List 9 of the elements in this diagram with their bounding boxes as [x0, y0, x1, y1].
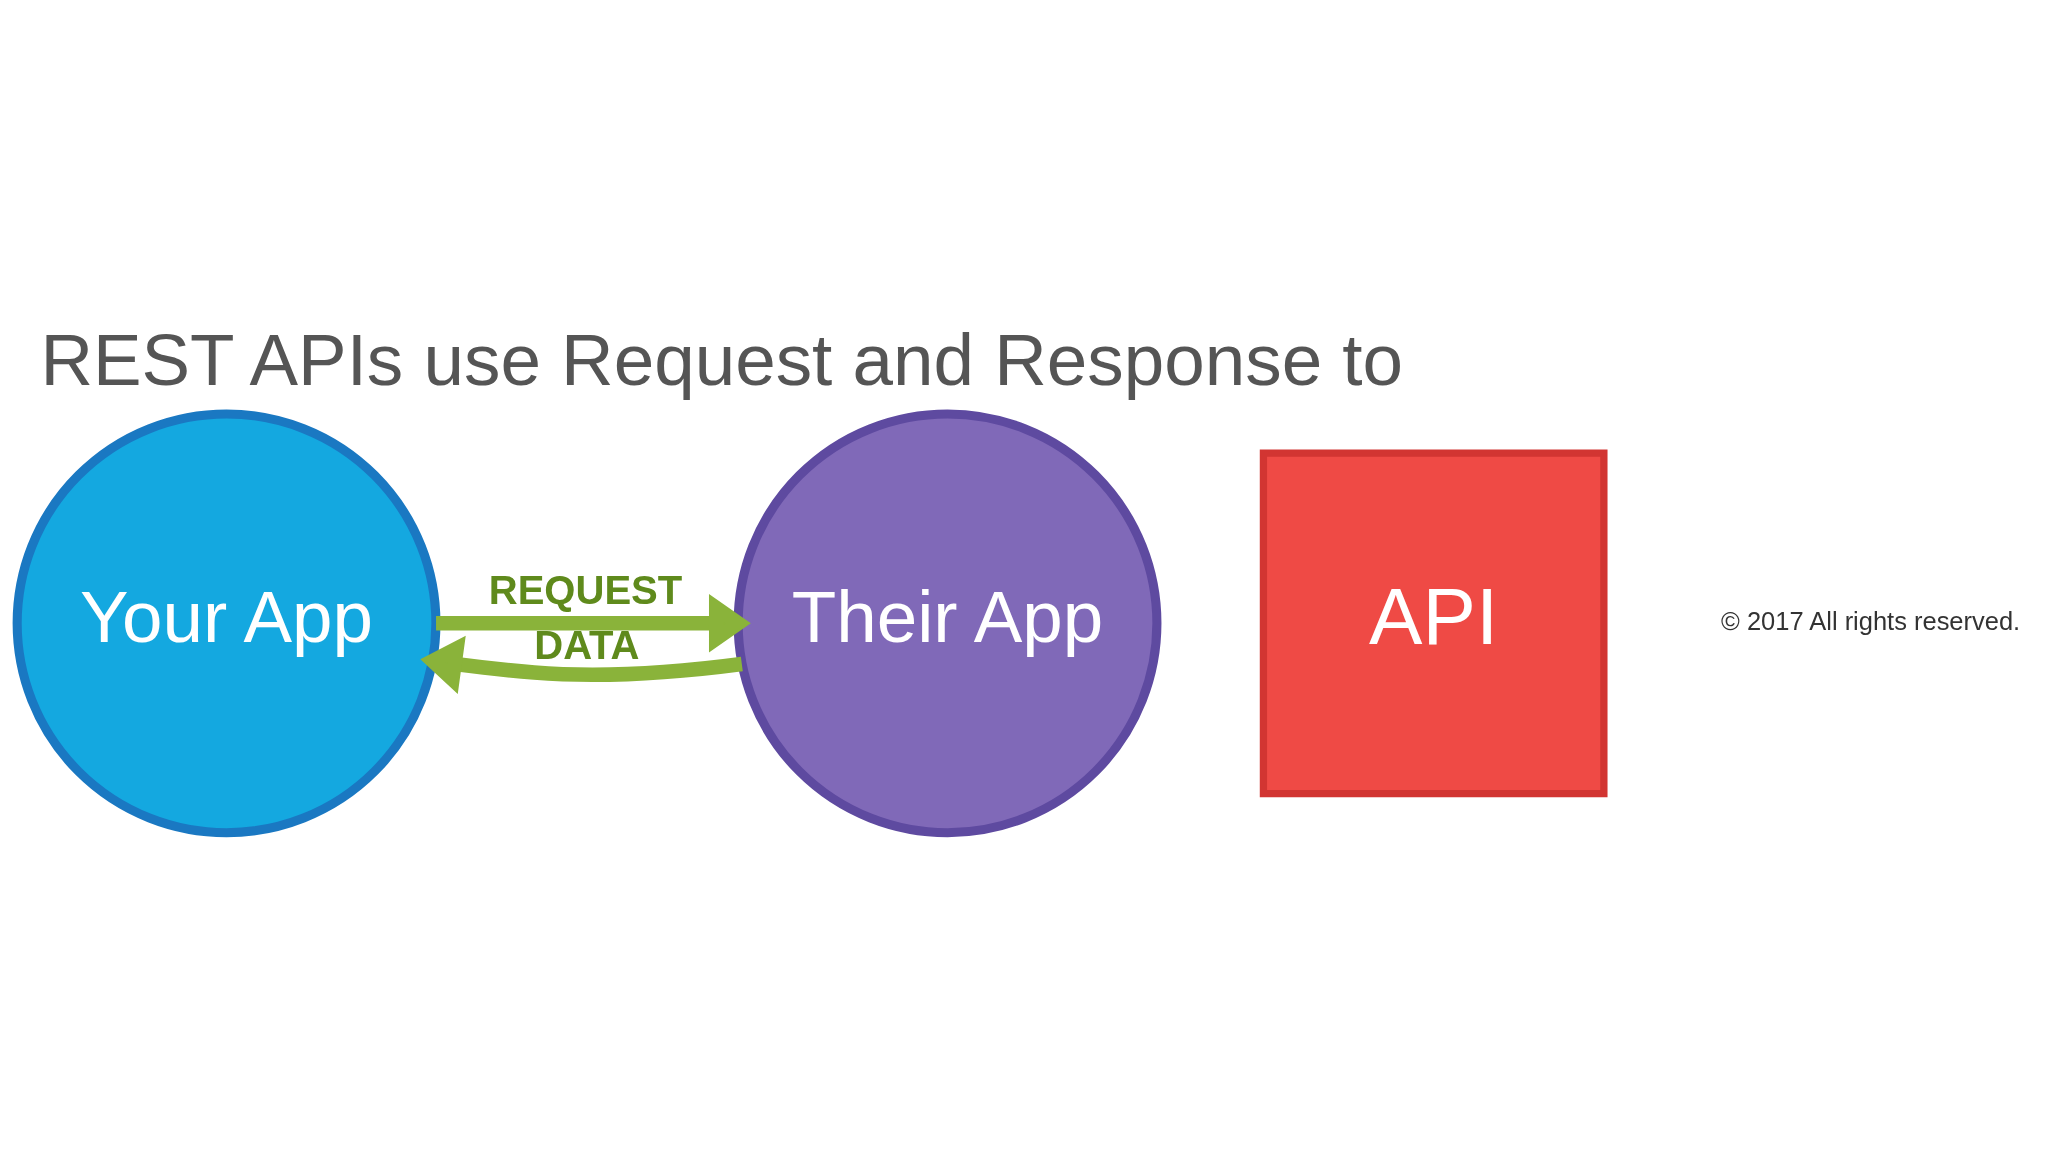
- edge-label: DATA: [534, 623, 640, 668]
- node-circle: Their App: [733, 409, 1162, 838]
- arrow: [420, 635, 743, 694]
- diagram-title: REST APIs use Request and Response to: [40, 318, 1404, 400]
- node-circle: Your App: [12, 409, 441, 838]
- label: © 2017 All rights reserved.: [1721, 607, 2021, 636]
- edge-label: REQUEST: [488, 568, 683, 613]
- arrow: [436, 594, 751, 653]
- node-box: API: [1259, 449, 1608, 798]
